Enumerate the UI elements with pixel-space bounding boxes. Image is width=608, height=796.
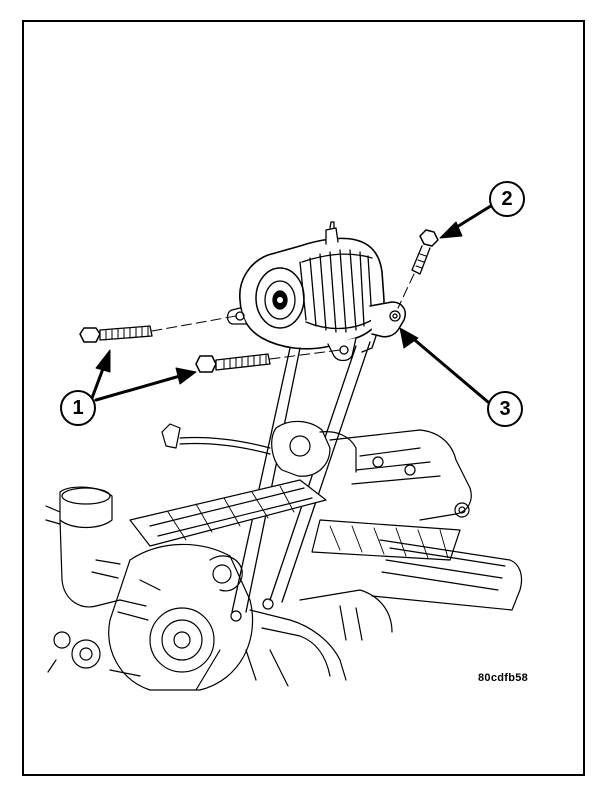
callout-1-label: 1 bbox=[72, 396, 84, 419]
alignment-lines bbox=[151, 273, 415, 360]
lower-long-bolt bbox=[195, 353, 271, 373]
callout-3: 3 bbox=[487, 391, 523, 427]
callout-2-label: 2 bbox=[501, 187, 513, 210]
engine-assembly bbox=[45, 420, 523, 691]
alternator bbox=[226, 221, 385, 362]
callout-3-label: 3 bbox=[499, 397, 511, 420]
bracket-bolt bbox=[411, 229, 439, 275]
drive-belt bbox=[231, 341, 371, 613]
figure-code: 80cdfb58 bbox=[478, 672, 529, 684]
callout-2: 2 bbox=[489, 181, 525, 217]
callout-1: 1 bbox=[60, 390, 96, 426]
leader-arrows bbox=[90, 202, 496, 404]
mounting-bracket bbox=[361, 301, 406, 353]
upper-long-bolt bbox=[79, 325, 153, 343]
